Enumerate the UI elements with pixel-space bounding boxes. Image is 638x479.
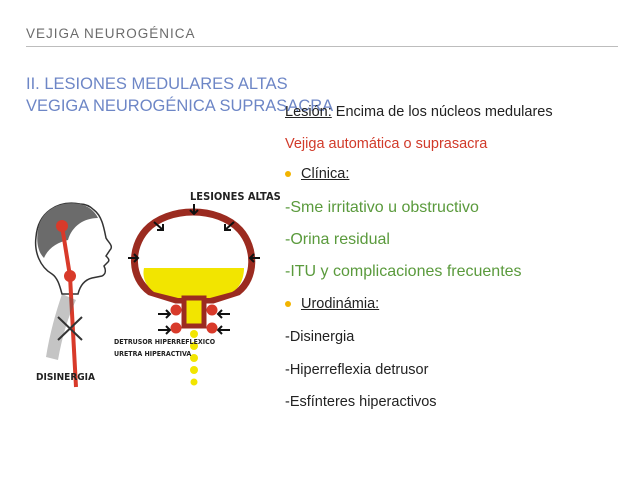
clinica-item: -Orina residual: [285, 231, 390, 248]
head-profile-image: [34, 202, 113, 388]
illustration: LESIONES ALTAS DETRUSOR HIPERREFLEXICO U…: [18, 182, 281, 392]
lesion-label: Lesión:: [285, 104, 332, 120]
section-header: VEJIGA NEUROGÉNICA: [26, 26, 196, 41]
label-disinergia: DISINERGIA: [36, 372, 95, 383]
bladder-shape: [131, 208, 256, 386]
urodinamia-item: -Esfínteres hiperactivos: [285, 394, 437, 410]
label-uretra: URETRA HIPERACTIVA: [114, 350, 191, 358]
bladder-diagram: LESIONES ALTAS DETRUSOR HIPERREFLEXICO U…: [34, 190, 281, 388]
lesion-type: Vejiga automática o suprasacra: [285, 136, 488, 152]
lesion-text: Encima de los núcleos medulares: [331, 104, 553, 120]
clinica-item: -ITU y complicaciones frecuentes: [285, 263, 522, 280]
lesion-line: Lesión: Encima de los núcleos medulares: [285, 104, 553, 120]
urodinamia-label: Urodinámia:: [301, 296, 380, 312]
label-detrusor: DETRUSOR HIPERREFLEXICO: [114, 338, 216, 346]
urodinamia-heading: Urodinámia:: [285, 296, 379, 312]
clinica-label: Clínica:: [301, 166, 350, 182]
urodinamia-item: -Hiperreflexia detrusor: [285, 362, 429, 378]
label-lesiones-altas: LESIONES ALTAS: [190, 190, 280, 203]
urodinamia-item: -Disinergia: [285, 329, 355, 345]
pressure-arrows: [128, 204, 260, 335]
bullet-icon: [285, 301, 291, 308]
bullet-icon: [285, 171, 291, 178]
title-line-2: VEGIGA NEUROGÉNICA SUPRASACRA: [26, 97, 334, 115]
slide-title: II. LESIONES MEDULARES ALTAS VEGIGA NEUR…: [26, 73, 526, 117]
title-line-1: II. LESIONES MEDULARES ALTAS: [26, 75, 288, 93]
header-divider: [26, 46, 618, 47]
sphincter-dots: [170, 304, 218, 334]
clinica-item: -Sme irritativo u obstructivo: [285, 199, 479, 216]
clinica-heading: Clínica:: [285, 166, 349, 182]
